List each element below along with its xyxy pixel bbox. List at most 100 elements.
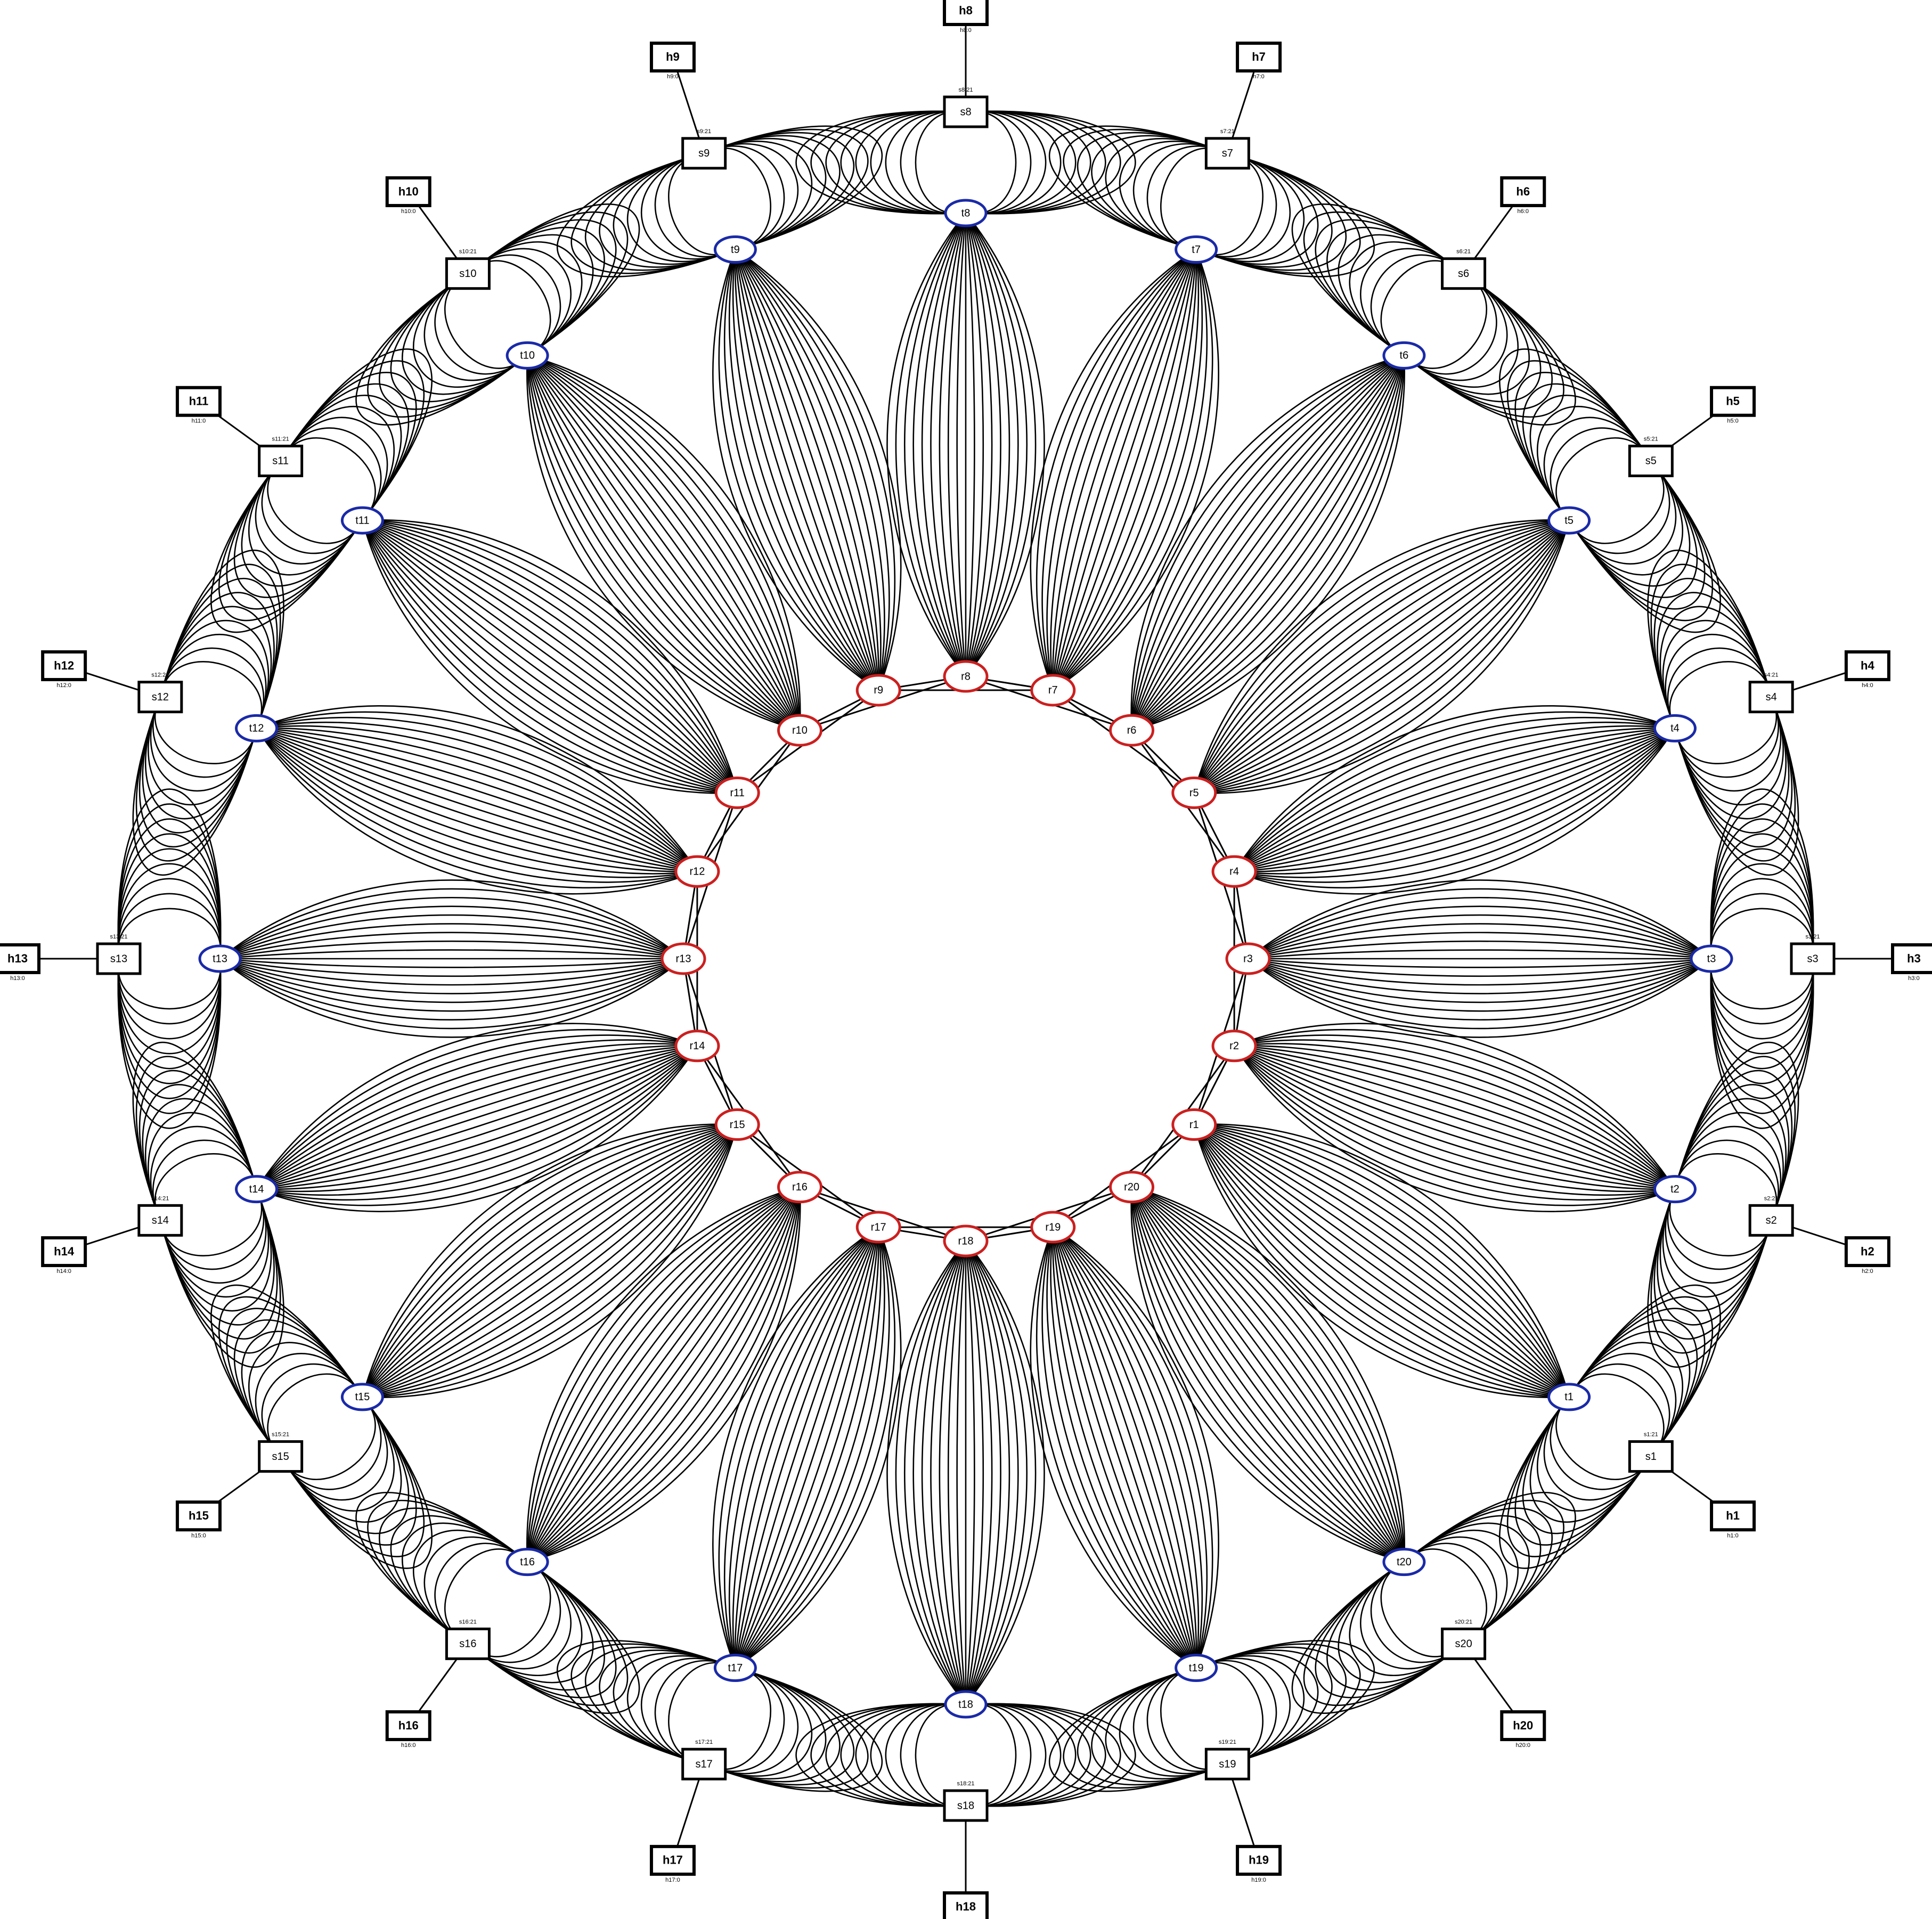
switch-shape[interactable]	[1748, 1204, 1794, 1237]
router-shape[interactable]	[1211, 1030, 1257, 1063]
router-node-r20[interactable]: r20	[1109, 1171, 1155, 1204]
tor-node-t14[interactable]: t14	[235, 1175, 279, 1204]
switch-shape[interactable]	[137, 681, 183, 714]
router-shape[interactable]	[1171, 1108, 1217, 1141]
host-shape[interactable]	[1710, 386, 1756, 417]
tor-node-t9[interactable]: t9	[713, 235, 757, 264]
router-shape[interactable]	[777, 1171, 822, 1204]
tor-shape[interactable]	[235, 714, 279, 742]
router-node-r12[interactable]: r12	[674, 855, 720, 888]
switch-shape[interactable]	[137, 1204, 183, 1237]
host-shape[interactable]	[943, 0, 989, 26]
router-shape[interactable]	[674, 1030, 720, 1063]
router-node-r3[interactable]: r3	[1225, 942, 1271, 975]
switch-shape[interactable]	[258, 1440, 304, 1473]
switch-shape[interactable]	[1204, 1747, 1250, 1781]
host-shape[interactable]	[41, 650, 87, 681]
router-node-r14[interactable]: r14	[674, 1030, 720, 1063]
host-shape[interactable]	[1844, 650, 1890, 681]
host-shape[interactable]	[649, 1844, 696, 1876]
tor-node-t1[interactable]: t1	[1547, 1383, 1591, 1411]
switch-shape[interactable]	[943, 95, 989, 128]
host-shape[interactable]	[1500, 1710, 1546, 1742]
tor-node-t18[interactable]: t18	[944, 1690, 988, 1719]
router-node-r18[interactable]: r18	[943, 1224, 989, 1257]
router-shape[interactable]	[1030, 1211, 1076, 1244]
tor-shape[interactable]	[198, 944, 242, 973]
router-node-r8[interactable]: r8	[943, 660, 989, 693]
tor-shape[interactable]	[944, 199, 988, 227]
router-node-r5[interactable]: r5	[1171, 776, 1217, 809]
router-shape[interactable]	[855, 1211, 901, 1244]
tor-node-t16[interactable]: t16	[506, 1548, 549, 1577]
router-shape[interactable]	[1211, 855, 1257, 888]
router-node-r9[interactable]: r9	[855, 674, 901, 707]
router-node-r1[interactable]: r1	[1171, 1108, 1217, 1141]
tor-shape[interactable]	[340, 506, 384, 535]
switch-shape[interactable]	[445, 1627, 491, 1660]
host-shape[interactable]	[1891, 943, 1932, 974]
router-shape[interactable]	[674, 855, 720, 888]
tor-node-t4[interactable]: t4	[1653, 714, 1697, 742]
tor-shape[interactable]	[1175, 1653, 1218, 1682]
host-shape[interactable]	[649, 42, 696, 73]
router-node-r4[interactable]: r4	[1211, 855, 1257, 888]
router-shape[interactable]	[943, 660, 989, 693]
tor-node-t20[interactable]: t20	[1382, 1548, 1426, 1577]
switch-shape[interactable]	[1628, 444, 1674, 477]
switch-shape[interactable]	[1204, 137, 1250, 170]
host-shape[interactable]	[0, 943, 40, 974]
tor-shape[interactable]	[1653, 1175, 1697, 1204]
tor-shape[interactable]	[235, 1175, 279, 1204]
host-shape[interactable]	[175, 1500, 222, 1532]
tor-shape[interactable]	[1547, 1383, 1591, 1411]
switch-shape[interactable]	[681, 137, 727, 170]
router-node-r13[interactable]: r13	[661, 942, 706, 975]
host-shape[interactable]	[1844, 1236, 1890, 1268]
tor-node-t12[interactable]: t12	[235, 714, 279, 742]
router-shape[interactable]	[943, 1224, 989, 1257]
switch-shape[interactable]	[1441, 1627, 1487, 1660]
host-shape[interactable]	[41, 1236, 87, 1268]
host-shape[interactable]	[1500, 176, 1546, 207]
switch-shape[interactable]	[1628, 1440, 1674, 1473]
tor-node-t6[interactable]: t6	[1382, 341, 1426, 370]
tor-node-t7[interactable]: t7	[1175, 235, 1218, 264]
router-shape[interactable]	[777, 714, 822, 747]
tor-shape[interactable]	[1382, 341, 1426, 370]
tor-node-t19[interactable]: t19	[1175, 1653, 1218, 1682]
host-shape[interactable]	[385, 1710, 431, 1742]
router-node-r16[interactable]: r16	[777, 1171, 822, 1204]
router-node-r7[interactable]: r7	[1030, 674, 1076, 707]
router-shape[interactable]	[1225, 942, 1271, 975]
tor-shape[interactable]	[1653, 714, 1697, 742]
router-node-r10[interactable]: r10	[777, 714, 822, 747]
switch-shape[interactable]	[96, 942, 142, 975]
router-shape[interactable]	[714, 776, 760, 809]
tor-shape[interactable]	[944, 1690, 988, 1719]
